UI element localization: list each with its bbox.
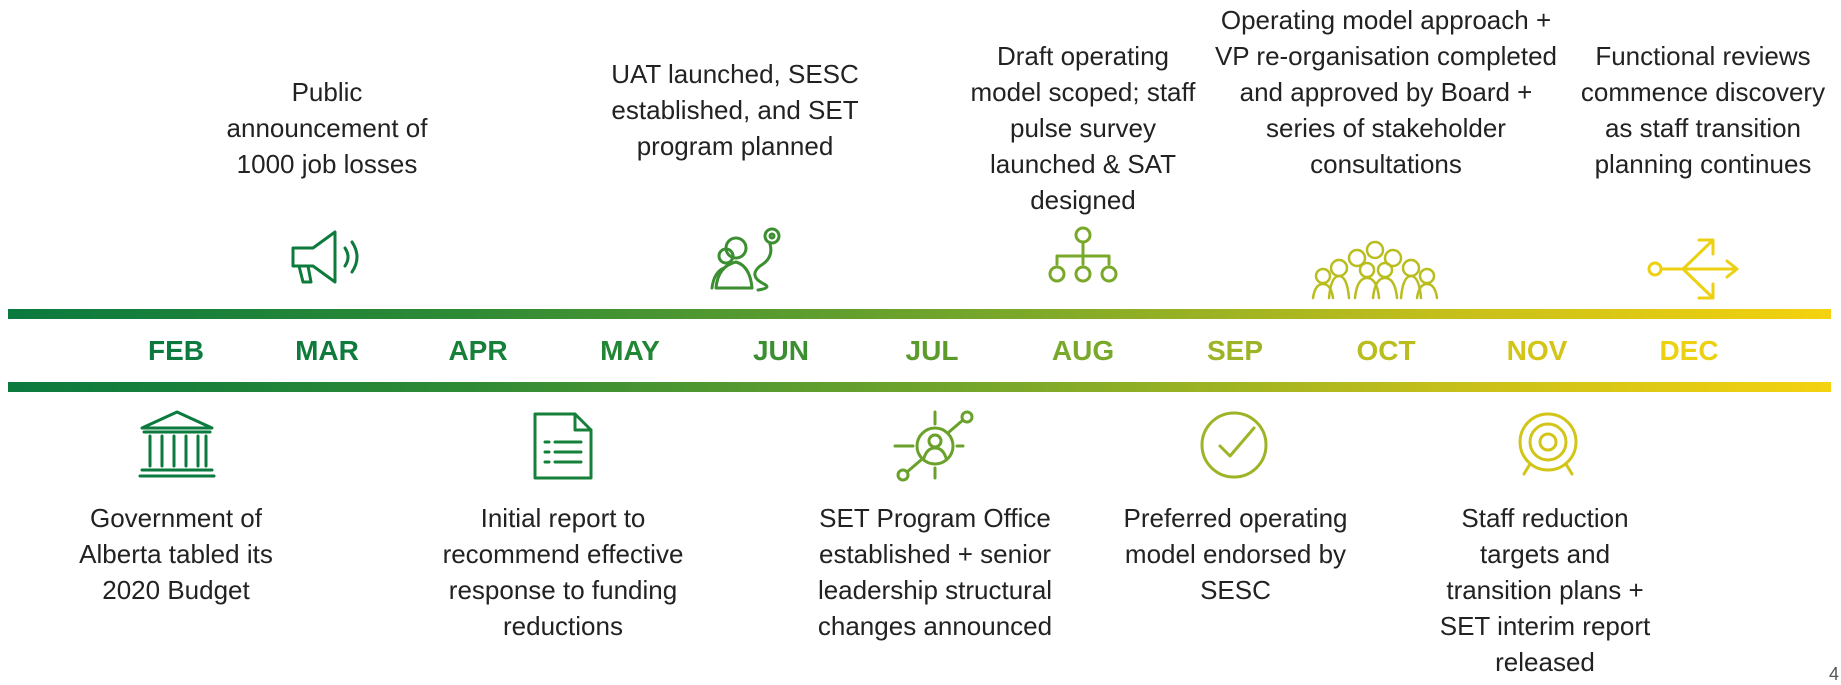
government-building-icon	[138, 410, 216, 478]
event-nov-text: Staff reduction targets and transition p…	[1439, 503, 1651, 677]
event-feb-text: Government of Alberta tabled its 2020 Bu…	[79, 503, 273, 605]
month-label-aug: AUG	[1051, 335, 1115, 366]
event-oct-text: Operating model approach + VP re-organis…	[1214, 5, 1558, 179]
report-document-icon	[531, 412, 595, 480]
month-label-apr: APR	[448, 335, 508, 366]
page-number: 4	[1828, 664, 1839, 684]
month-label-oct: OCT	[1356, 335, 1416, 366]
event-jun-below-text: SET Program Office established + senior …	[817, 503, 1053, 641]
checkmark-circle-icon	[1196, 410, 1274, 480]
network-person-icon	[893, 410, 977, 482]
target-icon	[1510, 410, 1586, 480]
event-sep-text: Preferred operating model endorsed by SE…	[1123, 503, 1348, 605]
event-jun-text: UAT launched, SESC established, and SET …	[611, 59, 859, 161]
month-label-sep: SEP	[1206, 335, 1264, 366]
timeline-band-bottom	[8, 382, 1831, 392]
month-label-mar: MAR	[295, 335, 359, 366]
branching-arrows-icon	[1647, 236, 1741, 302]
month-label-jul: JUL	[905, 335, 959, 366]
people-journey-icon	[710, 226, 786, 292]
month-label-dec: DEC	[1659, 335, 1719, 366]
month-label-feb: FEB	[148, 335, 204, 366]
month-label-may: MAY	[600, 335, 660, 366]
event-apr-text: Initial report to recommend effective re…	[442, 503, 684, 641]
month-label-jun: JUN	[752, 335, 809, 366]
month-label-nov: NOV	[1506, 335, 1568, 366]
timeline-band-top	[8, 309, 1831, 319]
org-chart-icon	[1043, 226, 1123, 288]
megaphone-icon	[289, 226, 369, 288]
event-aug-text: Draft operating model scoped; staff puls…	[970, 41, 1196, 215]
event-dec-text: Functional reviews commence discovery as…	[1580, 41, 1826, 179]
crowd-icon	[1311, 240, 1439, 300]
event-mar-text: Public announcement of 1000 job losses	[226, 77, 428, 179]
